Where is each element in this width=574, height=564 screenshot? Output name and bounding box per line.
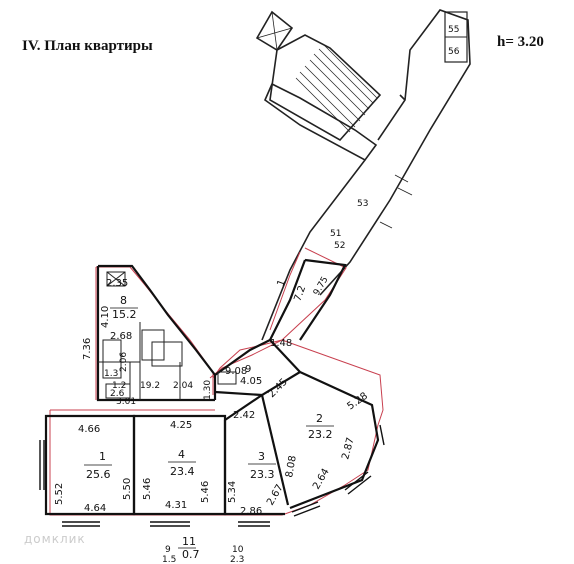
room-9-number: 9 bbox=[245, 364, 251, 375]
room-2-number: 2 bbox=[316, 412, 323, 425]
dim-3-01: 3.01 bbox=[116, 397, 136, 407]
stair-block bbox=[255, 10, 382, 162]
footer-1-5: 1.5 bbox=[162, 555, 176, 564]
label-53: 53 bbox=[357, 199, 368, 209]
dim-2-86: 2.86 bbox=[240, 506, 262, 517]
dim-2-68: 2.68 bbox=[110, 331, 132, 342]
watermark-logo: домклик bbox=[24, 532, 86, 546]
dim-9-08: 9.08 bbox=[225, 366, 247, 377]
room-1-area: 7.2 bbox=[292, 284, 308, 303]
footer-9: 9 bbox=[165, 545, 171, 555]
room-8-number: 8 bbox=[120, 294, 127, 307]
dim-2-67: 2.67 bbox=[265, 483, 286, 508]
plan-title: IV. План квартиры bbox=[22, 38, 153, 54]
dim-5-50: 5.50 bbox=[122, 478, 133, 500]
dim-19-2: 19.2 bbox=[140, 381, 160, 391]
dim-2-04: 2.04 bbox=[173, 381, 193, 391]
footer-10: 10 bbox=[232, 545, 244, 555]
dim-4-25: 4.25 bbox=[170, 420, 192, 431]
corridor-53 bbox=[261, 9, 471, 341]
dim-2-35: 2.35 bbox=[106, 278, 128, 289]
room-5-number: 1 bbox=[99, 450, 106, 463]
room-9-area: 4.05 bbox=[240, 376, 262, 387]
common-area-labels: 55 56 53 51 52 bbox=[330, 25, 460, 251]
room-11-number: 11 bbox=[182, 535, 196, 548]
dim-5-34: 5.34 bbox=[227, 481, 238, 503]
footer-2-3: 2.3 bbox=[230, 555, 244, 564]
room-walls bbox=[44, 258, 380, 516]
dim-2-87: 2.87 bbox=[340, 436, 356, 460]
room-labels: 1 25.6 4 23.4 3 23.3 2 23.2 8 15.2 1 7.2… bbox=[84, 278, 334, 561]
room-4-area: 23.4 bbox=[170, 465, 195, 478]
dim-7-36: 7.36 bbox=[82, 338, 93, 360]
wet-zone-fixtures bbox=[98, 271, 237, 400]
windows bbox=[39, 424, 385, 527]
label-55: 55 bbox=[448, 25, 459, 35]
dim-5-46-b: 5.46 bbox=[200, 481, 211, 503]
ceiling-height-label: h= 3.20 bbox=[497, 34, 544, 50]
room-1-number: 1 bbox=[275, 278, 288, 288]
room-11-area: 0.7 bbox=[182, 548, 200, 561]
dim-2-6: 2.6 bbox=[110, 389, 125, 399]
dim-1-48: 1.48 bbox=[270, 338, 292, 349]
dim-5-46-a: 5.46 bbox=[142, 478, 153, 500]
dim-2-42: 2.42 bbox=[233, 410, 255, 421]
dim-8-08: 8.08 bbox=[284, 455, 299, 479]
footer-labels: 9 1.5 10 2.3 bbox=[162, 545, 244, 564]
room-4-number: 4 bbox=[178, 448, 185, 461]
dim-1-30: 1.30 bbox=[203, 380, 213, 400]
label-52: 52 bbox=[334, 241, 345, 251]
dim-4-66: 4.66 bbox=[78, 424, 100, 435]
room-3-number: 3 bbox=[258, 450, 265, 463]
room-2-area: 23.2 bbox=[308, 428, 333, 441]
label-56: 56 bbox=[448, 47, 460, 57]
dim-4-10: 4.10 bbox=[100, 306, 111, 328]
room-8-area: 15.2 bbox=[112, 308, 137, 321]
label-51: 51 bbox=[330, 229, 341, 239]
dim-1-2: 1.2 bbox=[112, 381, 126, 391]
dim-1-3: 1.3 bbox=[104, 369, 118, 379]
dim-4-31: 4.31 bbox=[165, 500, 187, 511]
room-5-area: 25.6 bbox=[86, 468, 111, 481]
dim-5-52: 5.52 bbox=[54, 483, 65, 505]
dim-2-64: 2.64 bbox=[311, 467, 332, 492]
dim-4-64: 4.64 bbox=[84, 503, 106, 514]
room-3-area: 23.3 bbox=[250, 468, 275, 481]
dim-2-06: 2.06 bbox=[119, 352, 129, 372]
